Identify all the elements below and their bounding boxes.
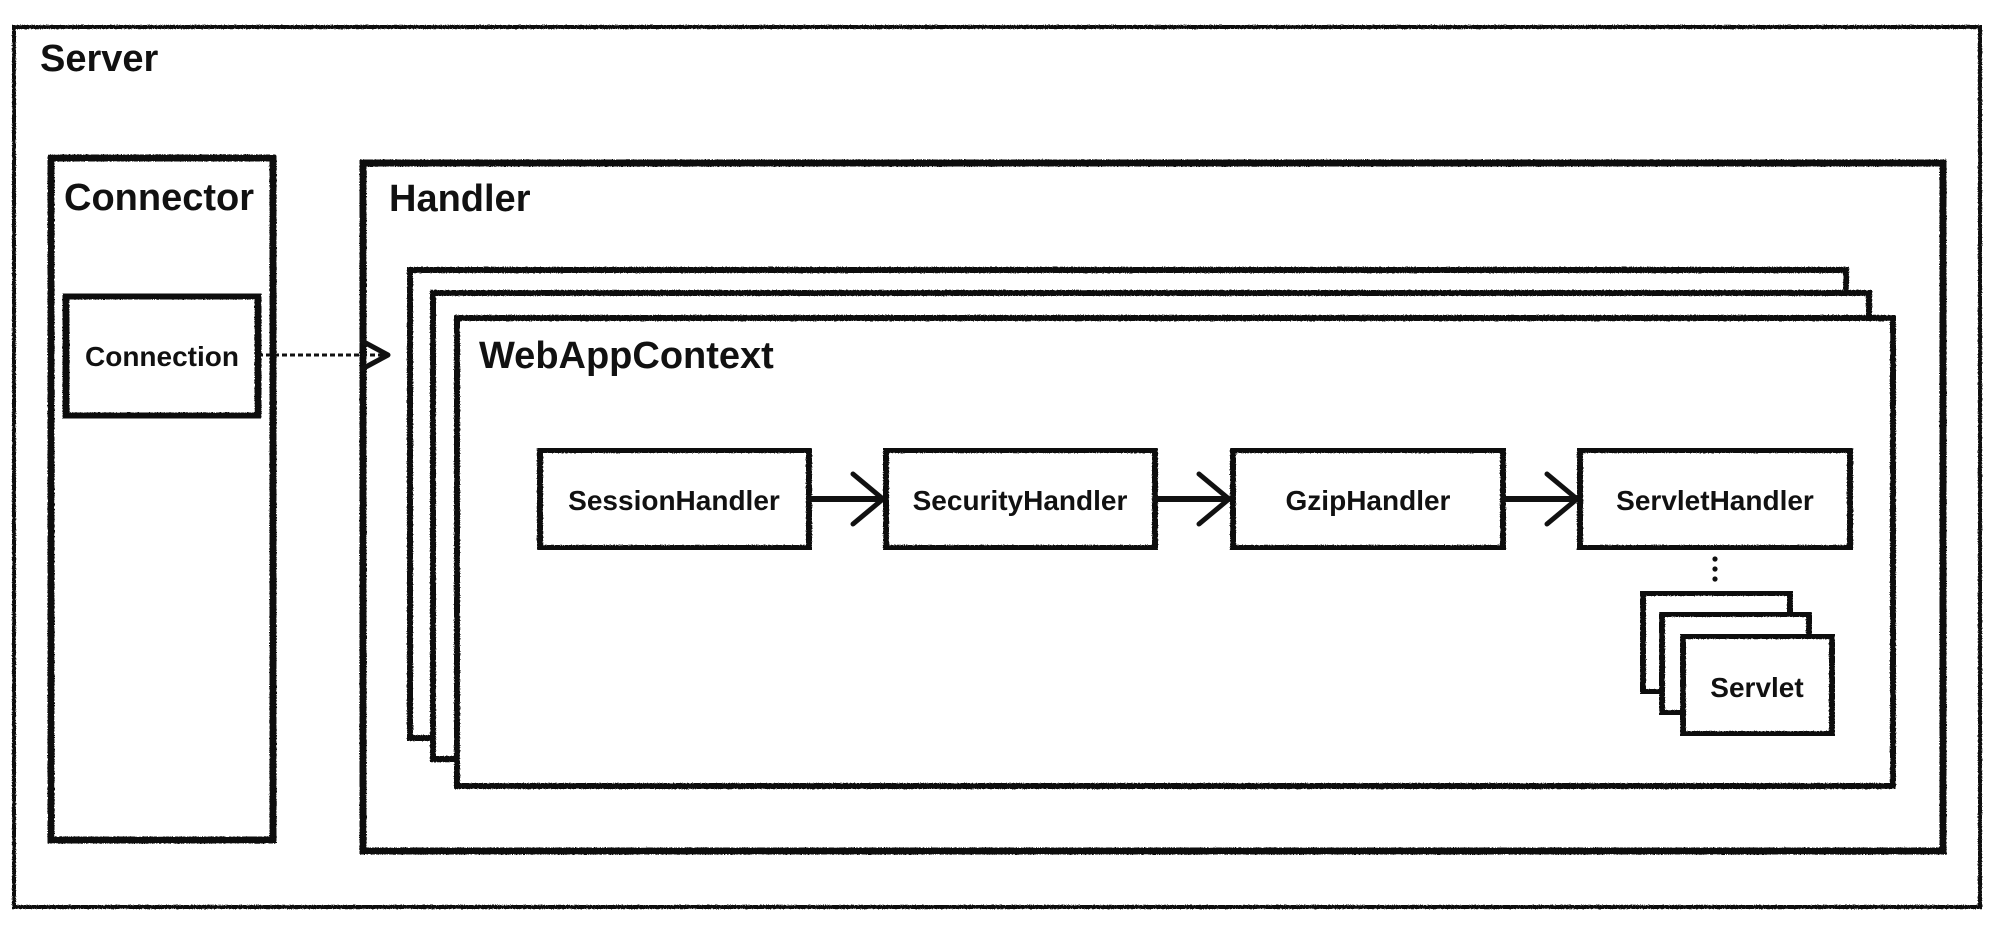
servlet-handler-label: ServletHandler [1616, 485, 1814, 516]
security-handler-label: SecurityHandler [913, 485, 1128, 516]
security-to-gzip-arrowhead [1196, 471, 1232, 527]
security-handler-node: SecurityHandler [883, 447, 1158, 551]
servlet-stack: Servlet [1640, 590, 1835, 737]
server-title: Server [40, 38, 159, 80]
ellipsis-dot [1712, 566, 1718, 572]
connection-to-handler-arrowhead [359, 338, 391, 372]
connection-node: Connection [62, 292, 262, 420]
connector-title: Connector [64, 177, 254, 219]
session-handler-node: SessionHandler [537, 447, 812, 551]
connector-container: Connector [47, 154, 277, 844]
security-handler-box [883, 447, 1158, 551]
webapp-context-front-card [454, 315, 1896, 789]
ellipsis-dot [1712, 556, 1718, 562]
ellipsis-dot [1712, 576, 1718, 582]
servlet-handler-box [1577, 447, 1853, 551]
server-frame [12, 25, 1982, 909]
servlet-front-card [1680, 633, 1835, 737]
connection-box [62, 292, 262, 420]
handler-chain: SessionHandler SecurityHandler GzipHandl… [537, 447, 1853, 551]
session-handler-label: SessionHandler [568, 485, 780, 516]
gzip-handler-label: GzipHandler [1286, 485, 1451, 516]
connection-to-handler-arrow [258, 338, 391, 372]
servlet-handler-node: ServletHandler [1577, 447, 1853, 551]
servlet-label: Servlet [1710, 672, 1803, 703]
server-container: Server [12, 25, 1982, 909]
webapp-context-title: WebAppContext [479, 335, 774, 377]
connector-frame [47, 154, 277, 844]
gzip-handler-node: GzipHandler [1230, 447, 1506, 551]
handler-title: Handler [389, 178, 531, 220]
servlet-handler-to-servlet-dots [1712, 556, 1718, 582]
gzip-handler-box [1230, 447, 1506, 551]
security-to-gzip-arrow [1152, 471, 1232, 527]
connection-label: Connection [85, 341, 239, 372]
